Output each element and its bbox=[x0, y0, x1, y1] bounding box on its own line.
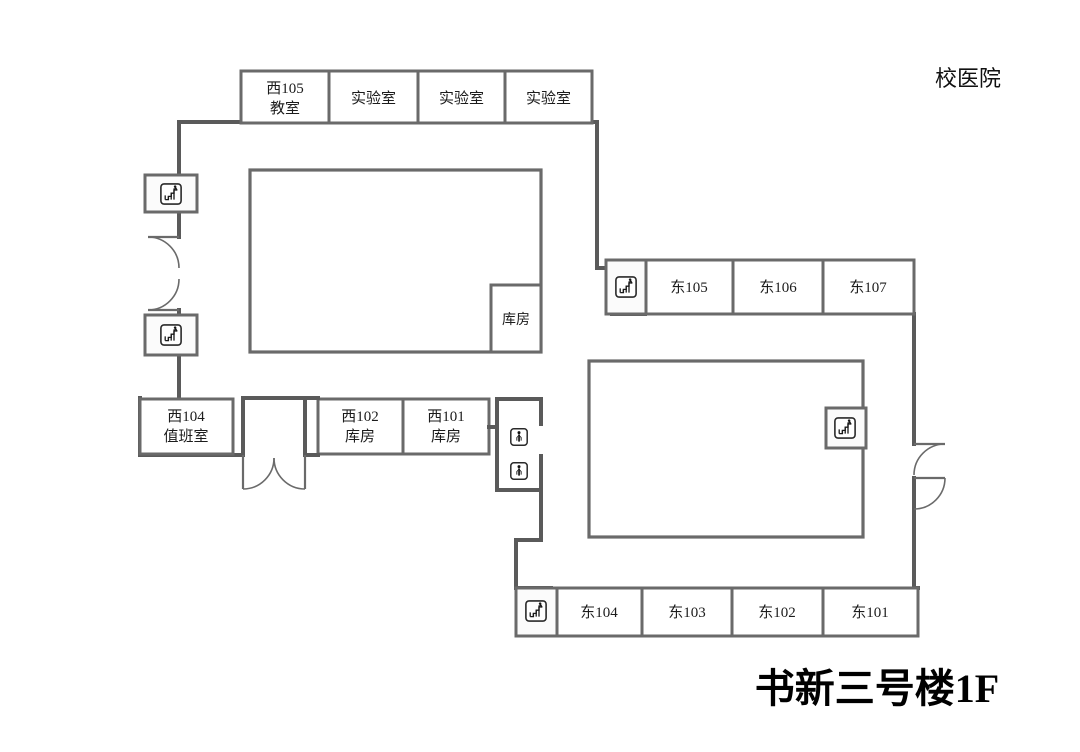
stairs-icon bbox=[834, 417, 856, 439]
room-east-106[interactable] bbox=[731, 258, 825, 316]
room-lab-1-label: 实验室 bbox=[351, 90, 396, 107]
north-wing-rooms: 西105 教室 实验室 实验室 实验室 bbox=[239, 69, 594, 125]
restroom-block bbox=[487, 397, 543, 492]
west-wing-walls bbox=[241, 396, 320, 457]
stair-east-center[interactable] bbox=[824, 406, 868, 450]
stairs-icon bbox=[525, 600, 547, 622]
room-store-west-label: 库房 bbox=[502, 312, 530, 328]
room-west-101-label-line1: 西101 bbox=[427, 409, 465, 425]
room-west-105-label-line2: 教室 bbox=[270, 100, 300, 117]
room-lab-3[interactable] bbox=[503, 69, 594, 125]
room-west-104-label-line2: 值班室 bbox=[163, 428, 208, 445]
room-lab-2-label: 实验室 bbox=[439, 90, 484, 107]
room-east-101[interactable] bbox=[821, 586, 920, 638]
room-east-106-label: 东106 bbox=[759, 279, 797, 296]
door-west-entrance[interactable] bbox=[147, 235, 180, 312]
room-east-102[interactable] bbox=[730, 586, 825, 638]
room-west-101[interactable] bbox=[401, 397, 491, 456]
room-east-107-label: 东107 bbox=[849, 279, 887, 296]
room-store-west[interactable] bbox=[489, 283, 543, 354]
room-west-104[interactable] bbox=[138, 397, 235, 456]
east-south-rooms: 东104 东103 东102 东101 bbox=[514, 586, 920, 638]
link-walls bbox=[514, 488, 543, 590]
room-west-105-label-line1: 西105 bbox=[266, 81, 304, 97]
restroom-lower[interactable] bbox=[510, 462, 528, 480]
east-courtyard-area bbox=[587, 359, 865, 539]
room-lab-2[interactable] bbox=[416, 69, 507, 125]
stairs-icon bbox=[160, 324, 182, 346]
west-wing-rooms: 西104 值班室 西102 库房 西101 库房 bbox=[138, 397, 491, 456]
room-east-105-label: 东105 bbox=[670, 279, 708, 296]
room-east-104-label: 东104 bbox=[580, 604, 618, 621]
room-west-101-label-line2: 库房 bbox=[431, 428, 461, 445]
restroom-icon bbox=[510, 428, 528, 446]
stair-west-lower[interactable] bbox=[143, 313, 199, 357]
room-east-101-label: 东101 bbox=[851, 604, 889, 621]
west-courtyard: 库房 bbox=[248, 168, 543, 354]
east-courtyard bbox=[587, 359, 868, 539]
room-lab-1[interactable] bbox=[327, 69, 420, 125]
room-east-107[interactable] bbox=[821, 258, 916, 316]
restroom-upper[interactable] bbox=[510, 428, 528, 446]
room-west-104-label-line1: 西104 bbox=[167, 409, 205, 425]
door-south-west-entrance[interactable] bbox=[241, 455, 307, 490]
room-west-102-label-line2: 库房 bbox=[345, 428, 375, 445]
room-east-102-label: 东102 bbox=[758, 604, 796, 621]
room-west-102[interactable] bbox=[316, 397, 405, 456]
page-title: 书新三号楼1F bbox=[755, 666, 999, 711]
room-east-103-label: 东103 bbox=[668, 604, 706, 621]
room-west-102-label-line1: 西102 bbox=[341, 409, 379, 425]
stairs-icon bbox=[615, 276, 637, 298]
stair-west-upper[interactable] bbox=[143, 173, 199, 214]
stairs-icon bbox=[160, 183, 182, 205]
stair-east-south[interactable] bbox=[514, 586, 559, 638]
east-north-rooms: 东105 东106 东107 bbox=[604, 258, 916, 316]
restroom-icon bbox=[510, 462, 528, 480]
stair-east-north[interactable] bbox=[604, 258, 648, 316]
door-east-entrance[interactable] bbox=[913, 442, 946, 510]
clinic-label: 校医院 bbox=[935, 66, 1001, 91]
room-lab-3-label: 实验室 bbox=[526, 90, 571, 107]
